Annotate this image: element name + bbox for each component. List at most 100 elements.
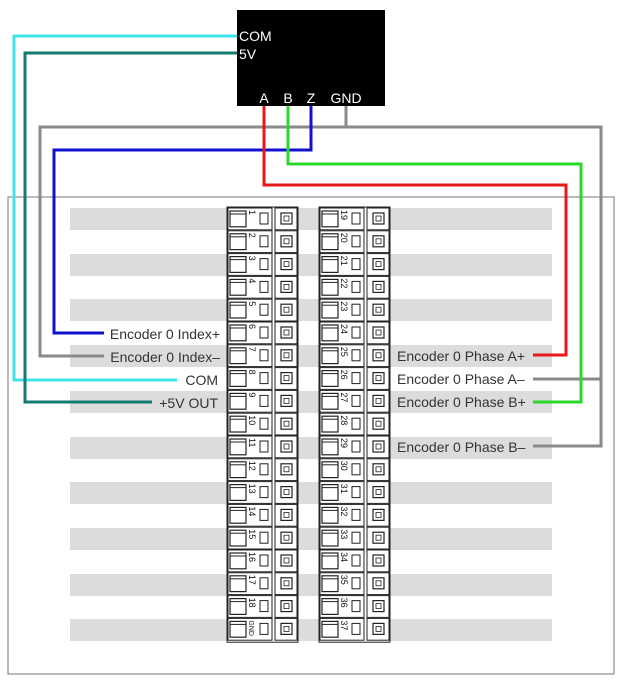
label-com: COM xyxy=(185,372,218,388)
pin-number-label: 32 xyxy=(339,506,349,516)
terminal-pin: 24 xyxy=(319,321,390,345)
row-stripe xyxy=(70,254,552,276)
terminal-pin: 34 xyxy=(319,549,390,573)
pin-number-label: 17 xyxy=(247,575,257,585)
terminal-pin: 6 xyxy=(227,321,298,345)
terminal-pin: 1 xyxy=(227,207,298,231)
terminal-pin: 11 xyxy=(227,435,298,459)
wires xyxy=(12,34,603,448)
terminal-pin: 2 xyxy=(227,230,298,254)
encoder-body xyxy=(237,10,385,106)
terminal-pin: 3 xyxy=(227,253,298,276)
label-index-plus: Encoder 0 Index+ xyxy=(110,326,220,342)
pin-number-label: 13 xyxy=(247,484,257,494)
terminal-pin: 21 xyxy=(319,253,390,276)
row-stripe xyxy=(70,299,552,321)
pin-number-label: 29 xyxy=(339,438,349,448)
row-stripe xyxy=(70,528,552,550)
label-phase-a-minus: Encoder 0 Phase A– xyxy=(397,371,525,387)
terminal-pin: 22 xyxy=(319,275,390,299)
pin-number-label: 37 xyxy=(339,620,349,630)
pin-number-label: 1 xyxy=(247,210,257,215)
encoder-com-label: COM xyxy=(239,28,272,44)
pin-number-label: 11 xyxy=(247,438,257,447)
terminal-pin: 12 xyxy=(227,458,298,482)
pin-number-label: 19 xyxy=(339,210,349,220)
terminal-pin: 35 xyxy=(319,572,390,596)
terminal-pin: 9 xyxy=(227,389,298,413)
5v-wire xyxy=(23,51,237,404)
pin-number-label: 35 xyxy=(339,575,349,585)
pin-number-label: 20 xyxy=(339,233,349,243)
pin-number-label: 31 xyxy=(339,484,349,494)
terminal-pin: 37 xyxy=(319,617,390,641)
pin-number-label: 27 xyxy=(339,392,349,402)
pin-number-label: 5 xyxy=(247,301,257,306)
pin-number-label: 36 xyxy=(339,598,349,608)
encoder-b-label: B xyxy=(283,90,292,106)
pin-number-label: 24 xyxy=(339,324,349,334)
pin-number-label: 30 xyxy=(339,461,349,471)
terminal-pin: 7 xyxy=(227,344,298,368)
encoder-gnd-label: GND xyxy=(330,90,361,106)
pin-number-label: 25 xyxy=(339,347,349,357)
pin-number-label: 22 xyxy=(339,278,349,288)
left-labels: Encoder 0 Index+ Encoder 0 Index– COM +5… xyxy=(110,326,220,411)
pin-number-label: 9 xyxy=(247,392,257,397)
terminal-pin: 5 xyxy=(227,298,298,322)
label-index-minus: Encoder 0 Index– xyxy=(110,349,220,365)
terminal-pin: 16 xyxy=(227,549,298,573)
row-stripe xyxy=(70,619,552,641)
row-stripe xyxy=(70,482,552,504)
terminal-pin: 20 xyxy=(319,230,390,254)
phase-b-plus-wire xyxy=(286,105,583,404)
pin-number-label: 12 xyxy=(247,461,257,471)
terminal-pin: 32 xyxy=(319,503,390,527)
pin-number-label: 14 xyxy=(247,506,257,516)
pin-number-label: 3 xyxy=(247,256,257,261)
encoder-a-label: A xyxy=(259,90,269,106)
terminal-pin: 26 xyxy=(319,367,390,390)
index-plus-wire xyxy=(52,105,313,335)
label-5v-out: +5V OUT xyxy=(159,395,218,411)
terminal-pin: GND xyxy=(227,617,298,641)
terminal-pin: 30 xyxy=(319,458,390,482)
terminal-pin: 29 xyxy=(319,435,390,459)
terminal-block-right: 19 20 21 22 23 24 25 26 27 28 29 30 31 32 33 34 35 36 37 xyxy=(318,206,391,643)
breakout-board xyxy=(7,196,615,675)
terminal-pin: 18 xyxy=(227,595,298,618)
terminal-pin: 14 xyxy=(227,503,298,527)
terminal-pin: 4 xyxy=(227,275,298,299)
phase-a-plus-wire xyxy=(262,105,568,357)
encoder-z-label: Z xyxy=(307,90,316,106)
terminal-pin: 36 xyxy=(319,595,390,618)
label-phase-b-plus: Encoder 0 Phase B+ xyxy=(397,394,526,410)
label-phase-a-plus: Encoder 0 Phase A+ xyxy=(397,348,525,364)
pin-number-label: 28 xyxy=(339,415,349,425)
terminal-pin: 28 xyxy=(319,412,390,436)
pin-number-label: 16 xyxy=(247,552,257,562)
terminal-pin: 33 xyxy=(319,526,390,550)
pin-number-label: 34 xyxy=(339,552,349,562)
terminal-pin: 25 xyxy=(319,344,390,368)
pin-number-label: 18 xyxy=(247,598,257,608)
com-wire xyxy=(12,34,237,382)
gnd-wire-right xyxy=(346,125,603,448)
label-phase-b-minus: Encoder 0 Phase B– xyxy=(397,439,526,455)
terminal-pin: 8 xyxy=(227,367,298,390)
encoder-5v-label: 5V xyxy=(239,46,257,62)
terminal-pin: 17 xyxy=(227,572,298,596)
row-stripe xyxy=(70,574,552,596)
row-stripe xyxy=(70,208,552,230)
row-stripe xyxy=(70,345,552,367)
index-minus-wire xyxy=(38,105,348,358)
pin-number-label: 10 xyxy=(247,415,257,425)
encoder: COM 5V A B Z GND xyxy=(237,10,385,106)
terminal-pin: 27 xyxy=(319,389,390,413)
terminal-pin: 23 xyxy=(319,298,390,322)
pin-number-label: 6 xyxy=(247,324,257,329)
pin-number-label: 15 xyxy=(247,529,257,539)
terminal-pin: 10 xyxy=(227,412,298,436)
